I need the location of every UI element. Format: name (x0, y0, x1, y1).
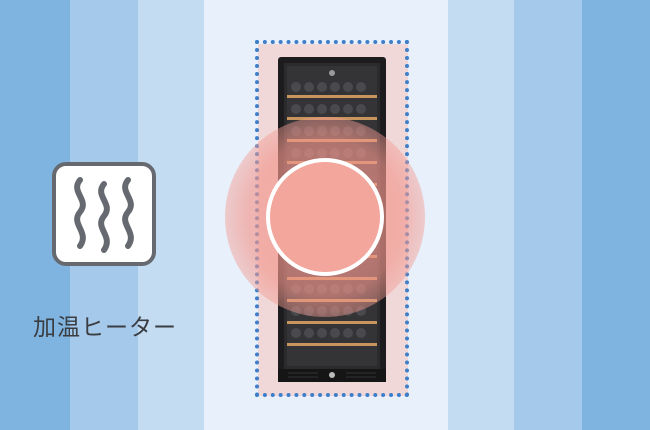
background-stripe-cool-light-right (448, 0, 514, 430)
background-stripe-cool-mid-right (514, 0, 582, 430)
heater-label: 加温ヒーター (33, 315, 177, 341)
heat-waves-icon (52, 162, 156, 266)
background-stripe-cool-dark-right (582, 0, 650, 430)
heat-core-circle (266, 158, 384, 276)
